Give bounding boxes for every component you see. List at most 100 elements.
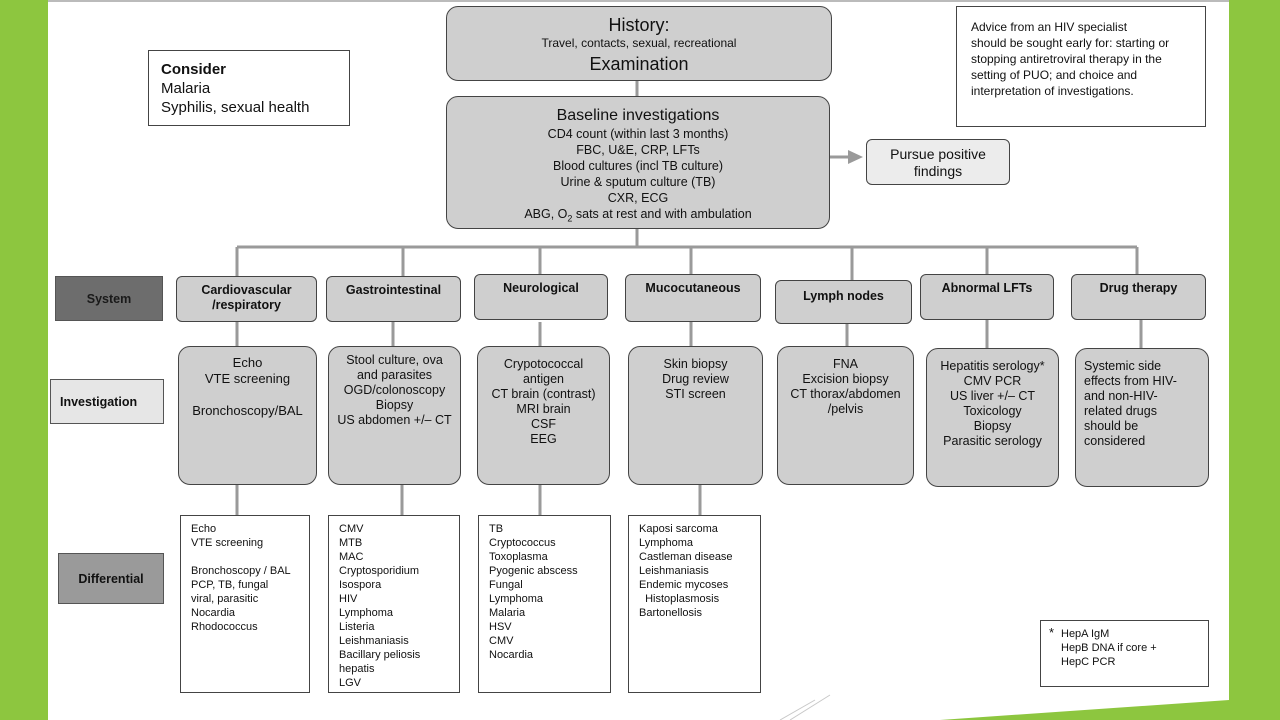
differential-item: CMV [489,635,514,647]
investigation-item: Bronchoscopy/BAL [192,403,303,418]
investigation-item: CMV PCR [963,374,1022,388]
investigation-item: related drugs [1084,404,1157,418]
investigation-item: Biopsy [375,398,414,412]
investigation-item: Biopsy [973,419,1012,433]
system-lymph-nodes-label: Lymph nodes [803,289,884,303]
investigation-item: and parasites [356,368,433,382]
investigation-item: EEG [530,432,557,446]
system-abnormal-lfts: Abnormal LFTs [920,274,1054,320]
system-drug-therapy-label: Drug therapy [1099,281,1178,295]
baseline-title: Baseline investigations [556,107,720,124]
differential-item: Cryptosporidium [339,565,420,577]
system-cardiovascular-label: Cardiovascular /respiratory [201,283,292,312]
differential-item: CMV [339,523,364,535]
investigation-item: effects from HIV- [1084,374,1177,388]
differential-neurological: TB Cryptococcus Toxoplasma Pyogenic absc… [478,515,611,693]
differential-item: Malaria [489,607,526,619]
differential-item: Cryptococcus [489,537,556,549]
investigation-item: US liver +/– CT [949,389,1036,403]
investigation-item: STI screen [665,387,726,401]
system-neurological-label: Neurological [503,281,579,295]
investigation-mucocutaneous: Skin biopsy Drug review STI screen [628,346,763,485]
investigation-item: Echo [232,355,263,370]
consider-malaria: Malaria [161,80,211,97]
investigation-item: should be [1084,419,1139,433]
system-mucocutaneous: Mucocutaneous [625,274,761,322]
system-abnormal-lfts-label: Abnormal LFTs [941,281,1033,295]
advice-line-4: setting of PUO; and choice and [971,68,1138,82]
differential-item: Endemic mycoses [639,579,729,591]
differential-item: Rhodococcus [191,621,258,633]
investigation-item: OGD/colonoscopy [343,383,446,397]
investigation-item: Toxicology [963,404,1022,418]
investigation-item: Drug review [662,372,729,386]
history-box: History: Travel, contacts, sexual, recre… [446,6,832,81]
differential-item [191,550,309,564]
investigation-item: VTE screening [204,371,291,386]
differential-item: Fungal [489,579,523,591]
row-label-system-text: System [86,291,132,306]
investigation-item: Systemic side [1084,359,1162,373]
investigation-gastrointestinal: Stool culture, ova and parasites OGD/col… [328,346,461,485]
differential-item: Listeria [339,621,375,633]
row-label-differential: Differential [58,553,164,604]
advice-line-3: stopping antiretroviral therapy in the [971,52,1162,66]
system-lymph-nodes: Lymph nodes [775,280,912,324]
investigation-item: Excision biopsy [802,372,889,386]
differential-item: Histoplasmosis [639,593,720,605]
differential-item: VTE screening [191,537,264,549]
differential-item: Bartonellosis [639,607,702,619]
differential-item: Lymphoma [339,607,394,619]
system-gastrointestinal-label: Gastrointestinal [345,283,442,297]
investigation-item: Crypotococcal [503,357,584,371]
footnote-line-2: HepB DNA if core + [1061,642,1157,654]
differential-item: Nocardia [191,607,236,619]
advice-line-1: Advice from an HIV specialist [971,20,1128,34]
differential-cardiovascular: Echo VTE screening Bronchoscopy / BAL PC… [180,515,310,693]
investigation-item: Stool culture, ova [346,353,443,367]
investigation-item: MRI brain [516,402,571,416]
differential-item: PCP, TB, fungal [191,579,269,591]
differential-gastrointestinal: CMV MTB MAC Cryptosporidium Isospora HIV… [328,515,460,693]
differential-item: TB [489,523,504,535]
baseline-line-5: CXR, ECG [607,191,669,205]
differential-item: Isospora [339,579,382,591]
pursue-line-1: Pursue positive [890,146,986,162]
investigation-drug-therapy: Systemic side effects from HIV- and non-… [1075,348,1209,487]
differential-item: Echo [191,523,217,535]
differential-mucocutaneous: Kaposi sarcoma Lymphoma Castleman diseas… [628,515,761,693]
differential-item: MTB [339,537,363,549]
system-cardiovascular: Cardiovascular /respiratory [176,276,317,322]
history-subtitle: Travel, contacts, sexual, recreational [541,36,737,50]
differential-item: Leishmaniasis [639,565,709,577]
investigation-item: US abdomen +/– CT [337,413,452,427]
green-right-accent [1229,0,1280,720]
differential-item: LGV [339,677,362,689]
differential-item: Leishmaniasis [339,635,409,647]
differential-item: Nocardia [489,649,534,661]
system-gastrointestinal: Gastrointestinal [326,276,461,322]
row-label-system: System [55,276,163,321]
advice-box: Advice from an HIV specialist should be … [956,6,1206,127]
footnote-line-1: HepA IgM [1061,628,1110,640]
investigation-cardiovascular: Echo VTE screening Bronchoscopy/BAL [178,346,317,485]
baseline-box: Baseline investigations CD4 count (withi… [446,96,830,229]
investigation-item: considered [1084,434,1146,448]
green-bottom-accent [940,700,1229,720]
investigation-item: antigen [522,372,564,386]
baseline-line-6: ABG, O2 sats at rest and with ambulation [524,207,752,224]
oxygen-subscript: 2 [567,213,573,224]
row-label-differential-text: Differential [78,571,144,586]
differential-item: HIV [339,593,358,605]
row-label-investigation-text: Investigation [60,394,138,409]
baseline-line-2: FBC, U&E, CRP, LFTs [576,143,700,157]
consider-title: Consider [161,61,227,78]
consider-box: Consider Malaria Syphilis, sexual health [148,50,350,126]
advice-line-2: should be sought early for: starting or [971,36,1170,50]
consider-syphilis: Syphilis, sexual health [161,99,310,116]
system-drug-therapy: Drug therapy [1071,274,1206,320]
investigation-item: CSF [531,417,556,431]
differential-item: Kaposi sarcoma [639,523,718,535]
investigation-item: CT brain (contrast) [491,387,596,401]
differential-item: HSV [489,621,512,633]
